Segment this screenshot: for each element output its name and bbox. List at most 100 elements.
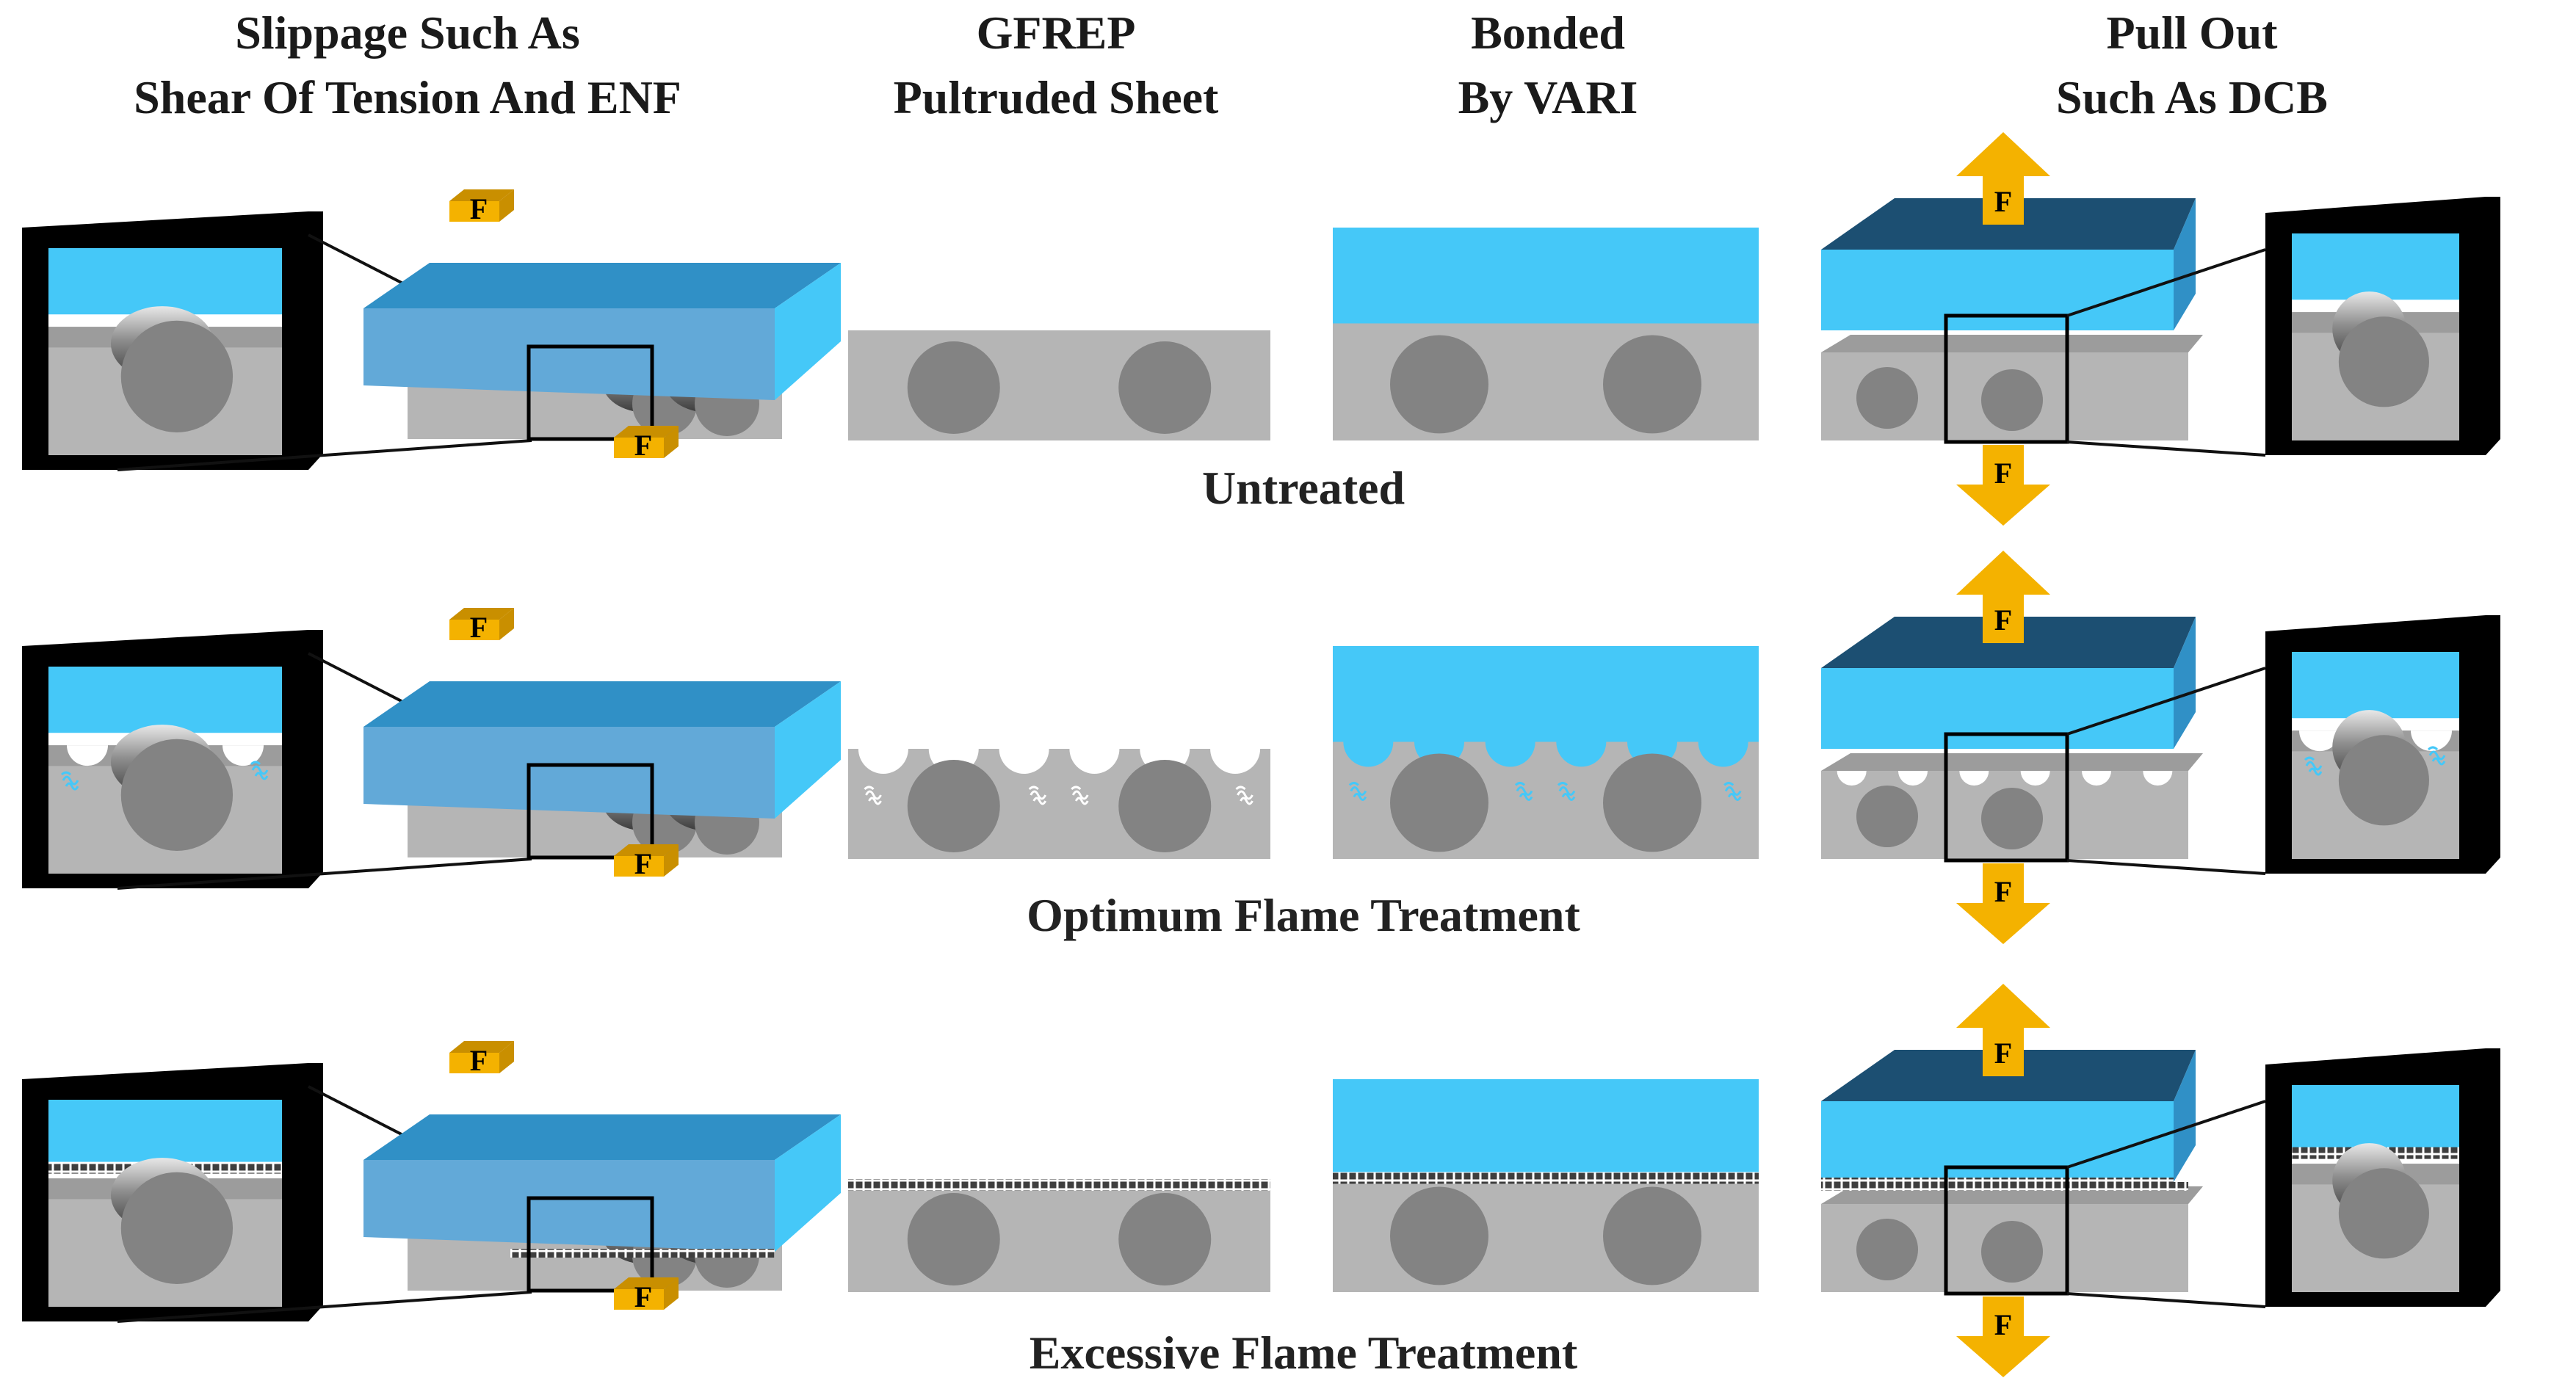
fibril-cluster	[864, 786, 882, 805]
force-label: F	[634, 429, 652, 462]
upper-block-side	[775, 1114, 841, 1252]
fiber-end	[1390, 335, 1488, 434]
connector-line	[117, 1291, 532, 1323]
header-pullout-line1: Pull Out	[2107, 7, 2279, 59]
etch-pit	[1959, 771, 1989, 786]
force-box-side	[664, 1277, 679, 1310]
etch-pit	[1698, 741, 1748, 767]
fibril-cluster	[2427, 746, 2446, 766]
header-bonded-line2: By VARI	[1458, 71, 1638, 123]
force-box-top	[614, 1277, 679, 1289]
zoom-window	[527, 763, 654, 860]
fiber-end	[907, 760, 1000, 852]
force-label: F	[1994, 603, 2012, 637]
zoom-window	[527, 1196, 654, 1293]
etch-pit	[1837, 771, 1867, 786]
force-box-front	[449, 620, 499, 640]
upper-block-side	[2174, 617, 2196, 749]
upper-block-front	[363, 308, 775, 400]
fibril-cluster	[2304, 756, 2323, 776]
etch-pit	[1556, 741, 1607, 767]
header-gfrep-line1: GFREP	[977, 7, 1136, 59]
fiber-end	[1118, 1193, 1212, 1285]
etch-pit	[1898, 771, 1928, 786]
etch-pit	[2082, 771, 2111, 786]
force-label: F	[1994, 1308, 2012, 1341]
zoom-resin	[2292, 652, 2459, 719]
fibril-cluster	[1235, 786, 1253, 805]
fiber-end	[1981, 369, 2043, 431]
fiber-end	[1118, 760, 1212, 852]
upper-block-side	[775, 263, 841, 400]
etch-pit	[1210, 749, 1261, 774]
connector-line	[2066, 859, 2266, 875]
connector-line	[117, 439, 532, 471]
zoom-window	[1944, 732, 2069, 863]
header-slippage-line2: Shear Of Tension And ENF	[134, 71, 681, 123]
zoom-resin	[48, 248, 282, 315]
fibril-cluster	[1514, 782, 1533, 801]
zoom-resin	[2292, 233, 2459, 300]
fiber-end	[1603, 335, 1701, 434]
force-box-front	[449, 1053, 499, 1073]
etch-pit	[1485, 741, 1535, 767]
etch-pit	[2411, 730, 2453, 752]
zoom-window	[527, 344, 654, 441]
zoom-fiber-end	[120, 1172, 234, 1284]
degraded-layer	[510, 1249, 775, 1258]
fibril-cluster	[1071, 786, 1089, 805]
etch-pit	[222, 745, 264, 766]
force-box-side	[664, 426, 679, 458]
force-box-front	[614, 438, 664, 458]
connector-line	[2066, 1292, 2266, 1308]
upper-block-front	[363, 727, 775, 819]
force-label: F	[1994, 1037, 2012, 1070]
force-label: F	[1994, 875, 2012, 908]
zoom-fiber-end	[2338, 735, 2429, 826]
zoom-resin	[48, 667, 282, 733]
force-box-side	[499, 189, 514, 222]
upper-block-front	[363, 1160, 775, 1252]
fibril-cluster	[1348, 782, 1367, 801]
row-label-excessive: Excessive Flame Treatment	[1030, 1327, 1578, 1379]
force-box-top	[449, 189, 514, 201]
fiber-end	[907, 341, 1000, 434]
force-arrow-down	[1956, 445, 2050, 526]
fiber-end	[907, 1193, 1000, 1285]
fiber-end	[1390, 753, 1488, 852]
force-box-top	[614, 426, 679, 438]
fibril-cluster	[60, 771, 79, 791]
force-box-front	[449, 201, 499, 222]
force-box-top	[449, 1041, 514, 1053]
force-label: F	[470, 1044, 488, 1077]
fibril-cluster	[1028, 786, 1047, 805]
zoom-window	[1944, 1165, 2069, 1296]
etch-pit	[2020, 771, 2050, 786]
force-box-side	[499, 1041, 514, 1073]
force-box-side	[499, 608, 514, 640]
degraded-layer	[848, 1179, 1270, 1191]
fiber-end	[1390, 1186, 1488, 1285]
force-box-front	[614, 856, 664, 877]
fibril-cluster	[250, 761, 269, 780]
connector-line	[2066, 667, 2266, 736]
resin-layer	[1333, 228, 1759, 334]
force-arrow-down	[1956, 863, 2050, 944]
force-box-side	[664, 844, 679, 877]
force-arrow-down	[1956, 1296, 2050, 1377]
upper-block-side	[2174, 1050, 2196, 1182]
force-arrow-up	[1956, 984, 2050, 1076]
etch-pit	[1343, 741, 1394, 767]
etch-pit	[999, 749, 1049, 774]
header-pullout-line2: Such As DCB	[2056, 71, 2328, 123]
header-bonded: Bonded By VARI	[1458, 7, 1638, 123]
force-label: F	[1994, 185, 2012, 218]
connector-line	[2066, 1100, 2266, 1169]
fiber-end	[1981, 1221, 2043, 1283]
header-slippage: Slippage Such As Shear Of Tension And EN…	[134, 7, 681, 123]
resin-layer	[1333, 646, 1759, 752]
upper-block-front	[1821, 1101, 2174, 1182]
